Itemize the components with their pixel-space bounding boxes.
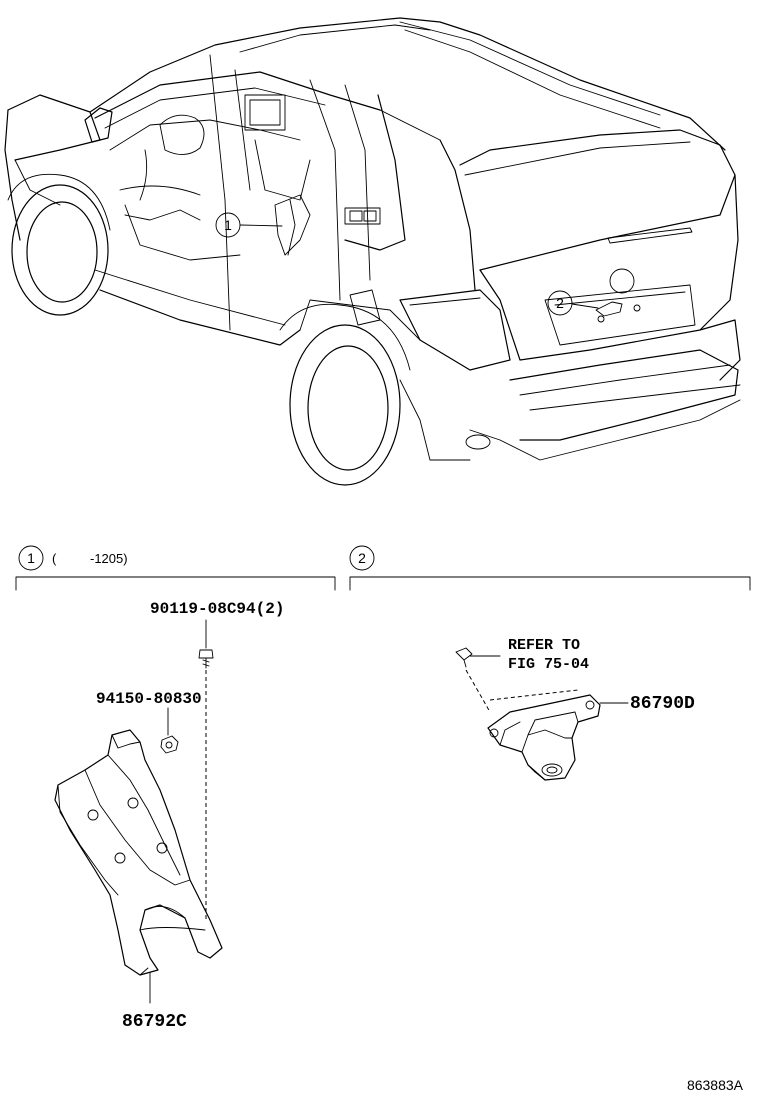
svg-text:1: 1	[27, 550, 35, 566]
part-number-bracket: 86792C	[122, 1012, 187, 1032]
section-2-header: 2	[349, 545, 751, 591]
bracket-icon	[54, 729, 223, 976]
svg-text:1: 1	[224, 217, 232, 233]
part-number-camera: 86790D	[630, 694, 695, 714]
vehicle-illustration	[4, 17, 741, 486]
refer-to-line2: FIG 75-04	[508, 656, 589, 673]
refer-to-line1: REFER TO	[508, 637, 580, 654]
part-number-nut: 94150-80830	[96, 690, 202, 708]
vehicle-callout-2: 2	[547, 290, 599, 316]
bolt-icon	[198, 649, 214, 669]
svg-text:-1205): -1205)	[90, 551, 128, 566]
nut-icon	[160, 735, 179, 754]
figure-id: 863883A	[687, 1077, 744, 1093]
svg-text:(: (	[52, 551, 57, 566]
screw-icon	[455, 647, 473, 668]
vehicle-callout-1: 1	[215, 212, 283, 238]
camera-dashed-line	[465, 669, 579, 713]
part-number-bolt: 90119-08C94(2)	[150, 600, 284, 618]
svg-text:2: 2	[556, 295, 564, 311]
rear-camera-icon	[487, 694, 601, 781]
svg-text:2: 2	[358, 550, 366, 566]
section-1-header: 1 ( -1205)	[15, 545, 336, 591]
